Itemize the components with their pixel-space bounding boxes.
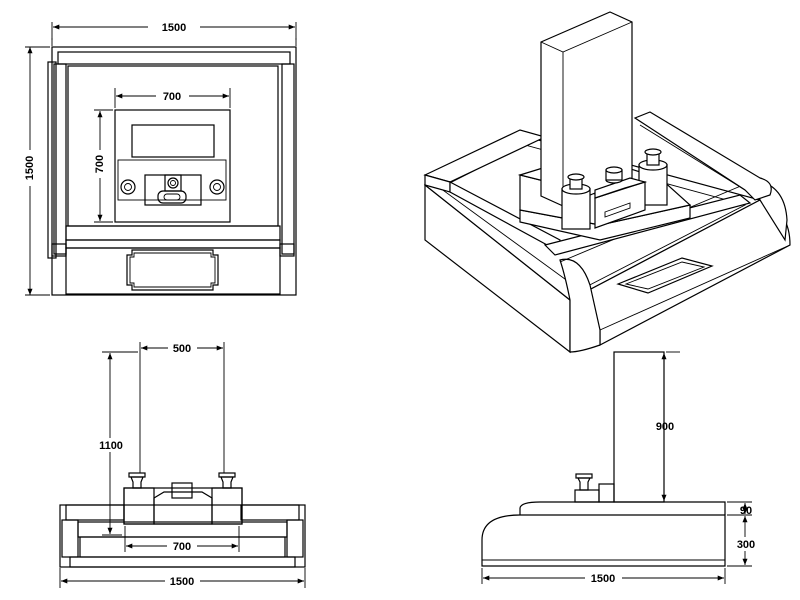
- right-knob-icon: [209, 179, 225, 195]
- top-outer-frame: [51, 46, 297, 296]
- top-view: 1500 1500 700 700: [22, 22, 297, 296]
- side-view: 900 90 300 1500: [481, 351, 763, 585]
- front-base: [59, 504, 306, 568]
- iso-drawer-plate: [616, 257, 714, 294]
- front-upright-width-label: 500: [173, 343, 191, 355]
- side-step-height-label: 90: [740, 505, 752, 517]
- front-machine-unit: [123, 487, 243, 525]
- top-inner-bed: [67, 65, 279, 227]
- side-overall-width-label: 1500: [591, 573, 615, 585]
- top-inner-depth-label: 700: [94, 155, 106, 173]
- top-machine-body: [114, 109, 231, 223]
- front-height-label: 1100: [99, 440, 123, 452]
- top-overall-width-label: 1500: [162, 22, 186, 34]
- left-knob-icon: [120, 179, 136, 195]
- front-view: 500 1100 700 1500: [59, 342, 306, 588]
- isometric-view: [423, 11, 791, 354]
- top-display-window: [131, 124, 215, 158]
- front-base-inner-width-label: 700: [173, 541, 191, 553]
- top-front-apron: [65, 247, 281, 295]
- top-nameplate: [126, 249, 219, 291]
- side-upright-height-label: 900: [656, 421, 674, 433]
- side-base-height-label: 300: [737, 539, 755, 551]
- top-overall-depth-label: 1500: [24, 156, 36, 180]
- top-inner-width-label: 700: [163, 91, 181, 103]
- side-base: [481, 514, 726, 567]
- front-overall-width-label: 1500: [170, 576, 194, 588]
